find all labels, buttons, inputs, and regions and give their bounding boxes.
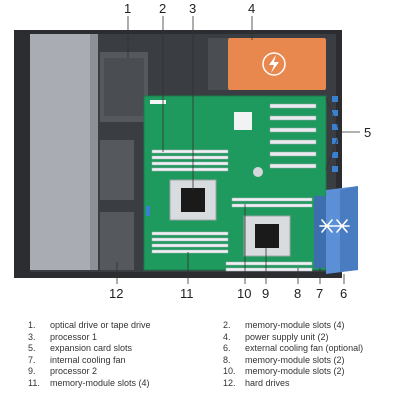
legend-text: internal cooling fan <box>50 354 126 365</box>
legend-item: 5. expansion card slots <box>28 343 218 355</box>
legend-number: 10. <box>223 366 236 377</box>
legend-text: expansion card slots <box>50 343 133 354</box>
legend-item: 2. memory-module slots (4) <box>223 320 398 332</box>
legend: 1. optical drive or tape drive 3. processo… <box>0 320 400 398</box>
callout-11: 11 <box>180 286 194 300</box>
internal-cooling-fan <box>314 196 326 268</box>
power-bolt-glyph <box>269 55 279 73</box>
rear-io-clips <box>332 96 338 172</box>
memory-slots-upper-left <box>151 149 229 172</box>
legend-item: 9. processor 2 <box>28 366 218 378</box>
legend-item: 6. external cooling fan (optional) <box>223 343 398 355</box>
legend-left-column: 1. optical drive or tape drive 3. processo… <box>28 320 218 390</box>
callout-5: 5 <box>364 125 371 140</box>
memory-slots-lower-left <box>151 231 229 254</box>
legend-text: processor 1 <box>50 331 98 342</box>
processor-1 <box>181 188 205 212</box>
callout-1: 1 <box>124 1 131 16</box>
board-connector-blue <box>146 206 150 216</box>
legend-number: 5. <box>28 343 36 354</box>
callout-2: 2 <box>159 1 166 16</box>
legend-right-column: 2. memory-module slots (4) 4. power supply… <box>223 320 398 390</box>
memory-slots-8 <box>225 261 313 272</box>
callout-7: 7 <box>316 286 323 300</box>
legend-item: 12. hard drives <box>223 378 398 390</box>
legend-item: 3. processor 1 <box>28 332 218 344</box>
callout-3: 3 <box>189 1 196 16</box>
hard-drive-upper <box>100 140 134 200</box>
legend-item: 7. internal cooling fan <box>28 355 218 367</box>
expansion-card-slots <box>269 103 317 169</box>
legend-text: hard drives <box>245 377 290 388</box>
legend-number: 8. <box>223 354 231 365</box>
legend-number: 7. <box>28 354 36 365</box>
callout-4: 4 <box>248 1 255 16</box>
processor-2 <box>255 224 279 248</box>
legend-number: 6. <box>223 343 231 354</box>
legend-number: 12. <box>223 377 236 388</box>
legend-text: optical drive or tape drive <box>50 320 151 330</box>
board-chip <box>234 112 252 130</box>
callout-6: 6 <box>340 286 347 300</box>
drive-bay-shade <box>90 34 98 270</box>
legend-text: processor 2 <box>50 366 98 377</box>
legend-text: power supply unit (2) <box>245 331 329 342</box>
legend-text: memory-module slots (4) <box>50 377 150 388</box>
legend-item: 11. memory-module slots (4) <box>28 378 218 390</box>
legend-number: 1. <box>28 320 36 330</box>
legend-text: memory-module slots (4) <box>245 320 345 330</box>
memory-slots-10 <box>231 197 313 208</box>
board-battery <box>253 167 263 177</box>
callout-12: 12 <box>109 286 123 300</box>
legend-item: 4. power supply unit (2) <box>223 332 398 344</box>
legend-number: 4. <box>223 331 231 342</box>
external-fan-shade <box>340 186 358 272</box>
hard-drive-lower <box>100 212 134 270</box>
optical-drive-face <box>104 58 144 116</box>
drive-bay-panel <box>30 34 96 270</box>
callout-10: 10 <box>237 286 251 300</box>
legend-number: 2. <box>223 320 231 330</box>
power-bolt-icon <box>262 52 286 76</box>
fan-icon <box>319 219 350 233</box>
callout-9: 9 <box>262 286 269 300</box>
legend-number: 3. <box>28 331 36 342</box>
legend-text: memory-module slots (2) <box>245 354 345 365</box>
legend-item: 10. memory-module slots (2) <box>223 366 398 378</box>
board-header <box>150 100 166 104</box>
legend-number: 9. <box>28 366 36 377</box>
legend-number: 11. <box>28 377 40 388</box>
legend-text: external cooling fan (optional) <box>245 343 364 354</box>
legend-item: 8. memory-module slots (2) <box>223 355 398 367</box>
callout-leaders <box>116 16 360 284</box>
callout-8: 8 <box>294 286 301 300</box>
legend-text: memory-module slots (2) <box>245 366 345 377</box>
psu-bracket <box>208 38 230 90</box>
legend-item: 1. optical drive or tape drive <box>28 320 218 332</box>
server-interior-diagram: 1 2 3 4 5 6 7 8 9 10 11 12 <box>14 1 371 300</box>
